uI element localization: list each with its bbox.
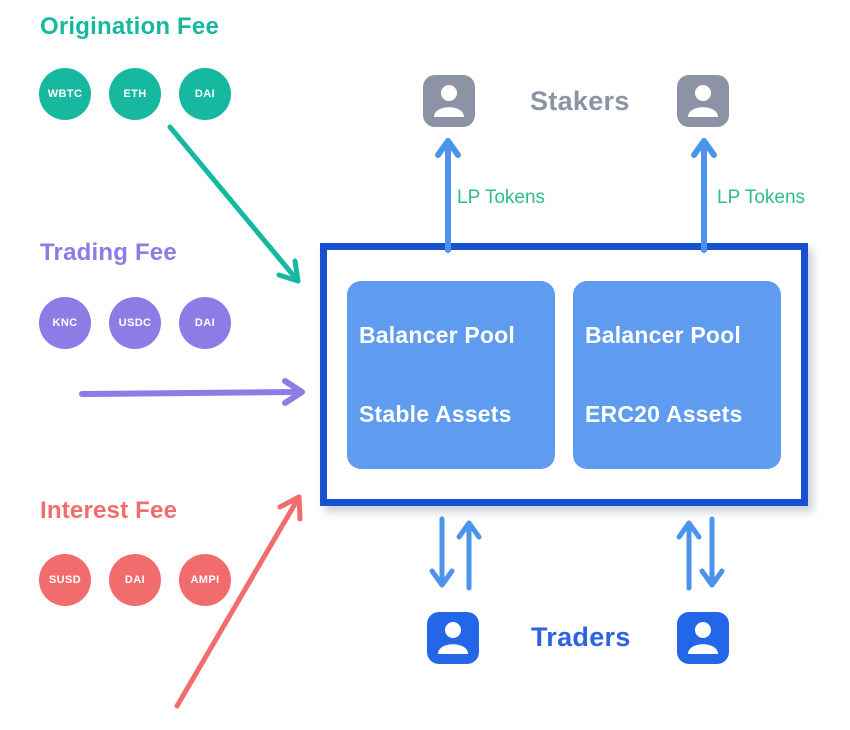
staker-person-icon [677, 75, 729, 127]
trader-person-icon [427, 612, 479, 664]
pool-to-trader-left-down-arrow [429, 516, 455, 588]
token-circle-ampi: AMPI [179, 554, 231, 606]
origination-to-pool-arrow [167, 124, 301, 284]
pool-card-stable-assets: Balancer Pool Stable Assets [347, 280, 555, 469]
trader-person-icon [677, 612, 729, 664]
origination-fee-title: Origination Fee [40, 13, 220, 40]
token-circle-knc: KNC [39, 297, 91, 349]
token-circle-usdc: USDC [109, 297, 161, 349]
token-circle-susd: SUSD [39, 554, 91, 606]
interest-token-row: SUSD DAI AMPI [39, 554, 231, 606]
token-circle-dai: DAI [179, 68, 231, 120]
token-circle-wbtc: WBTC [39, 68, 91, 120]
pool-assets: Stable Assets [359, 400, 512, 427]
token-circle-dai: DAI [179, 297, 231, 349]
lp-tokens-label-left: LP Tokens [457, 187, 546, 208]
staker-person-icon [423, 75, 475, 127]
trading-to-pool-arrow [79, 378, 305, 406]
balancer-pools-container: Balancer Pool Stable Assets Balancer Poo… [320, 243, 808, 506]
pool-name: Balancer Pool [359, 321, 515, 348]
trader-left-up-arrow [456, 520, 482, 591]
token-circle-dai: DAI [109, 554, 161, 606]
pool-name: Balancer Pool [585, 321, 741, 348]
pool-card-erc20-assets: Balancer Pool ERC20 Assets [573, 280, 781, 469]
pool-to-trader-right-down-arrow [699, 516, 725, 588]
pool-to-staker-left-arrow [435, 138, 461, 253]
origination-token-row: WBTC ETH DAI [39, 68, 231, 120]
lp-tokens-label-right: LP Tokens [717, 187, 806, 208]
trading-token-row: KNC USDC DAI [39, 297, 231, 349]
pool-assets: ERC20 Assets [585, 400, 743, 427]
interest-fee-title: Interest Fee [40, 497, 178, 524]
trader-right-up-arrow [676, 520, 702, 591]
traders-label: Traders [531, 622, 631, 652]
token-circle-eth: ETH [109, 68, 161, 120]
pool-to-staker-right-arrow [691, 138, 717, 253]
stakers-label: Stakers [530, 86, 630, 116]
trading-fee-title: Trading Fee [40, 239, 177, 266]
